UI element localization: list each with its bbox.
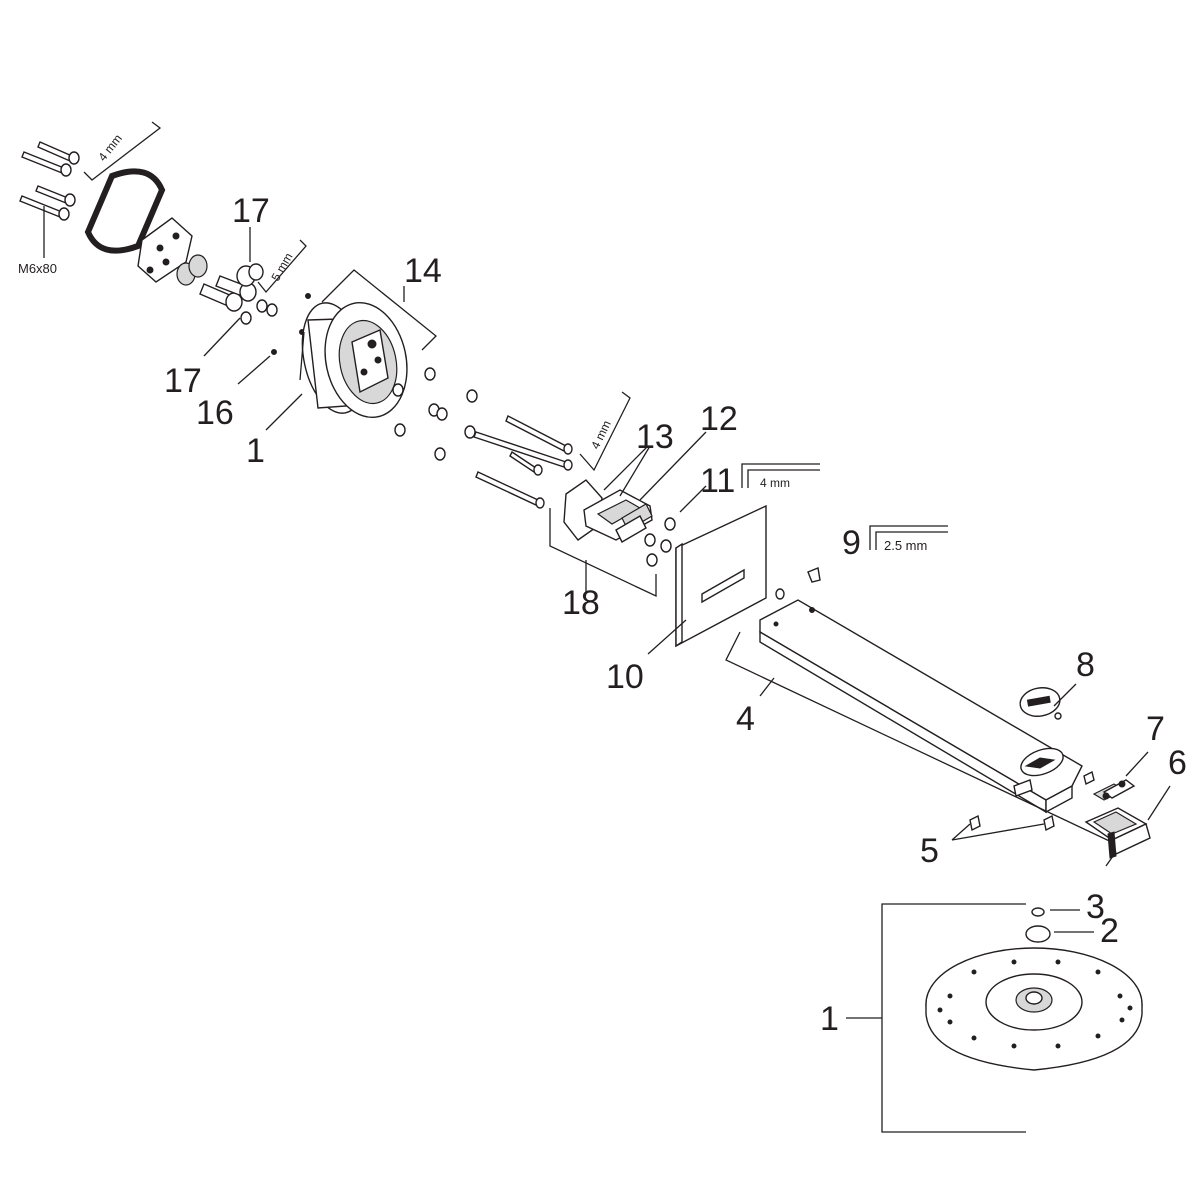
callout-7: 7 [1146,710,1165,748]
hex-key-4mm-mid-label: 4 mm [588,418,614,451]
logo-badge [1019,687,1062,720]
callout-6: 6 [1168,744,1187,782]
hex-key-5mm: 5 mm [257,239,307,294]
callout-14: 14 [404,252,442,290]
callout-12: 12 [700,400,738,438]
screws-m6x80: M6x80 [18,141,80,276]
clip-7 [1092,779,1136,801]
overhead-shower-head [925,947,1143,1071]
callout-2: 2 [1100,912,1119,950]
callout-3: 3 [1086,888,1105,926]
callout-18: 18 [562,584,600,622]
callout-17-top: 17 [232,192,270,230]
callout-5: 5 [920,832,939,870]
mounting-plate [137,217,193,283]
callout-1-top: 1 [246,432,265,470]
screw-spec-label: M6x80 [18,261,57,276]
pins-5 [969,770,1095,832]
hex-key-4mm-right-label: 4 mm [760,476,790,490]
hex-key-2-5mm-label: 2.5 mm [884,538,927,553]
mixer-cartridge-body [563,479,653,543]
hex-key-4mm-mid: 4 mm [579,391,631,472]
callout-11: 11 [700,462,735,500]
seal-2 [1025,925,1051,943]
wall-rosette [675,504,767,648]
callout-9: 9 [842,524,861,562]
callout-8: 8 [1076,646,1095,684]
screw-9 [775,567,821,600]
cartridge-6 [1084,807,1151,859]
valve-fittings [176,254,278,325]
washers [392,367,478,461]
seal-3 [1031,907,1045,917]
screws-11 [644,517,676,567]
hex-key-4mm-right: 4 mm [741,463,820,490]
hex-key-5mm-label: 5 mm [268,251,295,284]
hex-key-2-5mm: 2.5 mm [869,525,948,553]
callout-17-bottom: 17 [164,362,202,400]
callout-13: 13 [636,418,674,456]
callout-10: 10 [606,658,644,696]
callout-16: 16 [196,394,234,432]
shower-arm [759,599,1083,814]
concealed-housing [299,301,408,419]
callout-4: 4 [736,700,755,738]
callout-1-bottom: 1 [820,1000,839,1038]
gasket-frame [84,168,166,254]
long-bolts [473,415,573,509]
